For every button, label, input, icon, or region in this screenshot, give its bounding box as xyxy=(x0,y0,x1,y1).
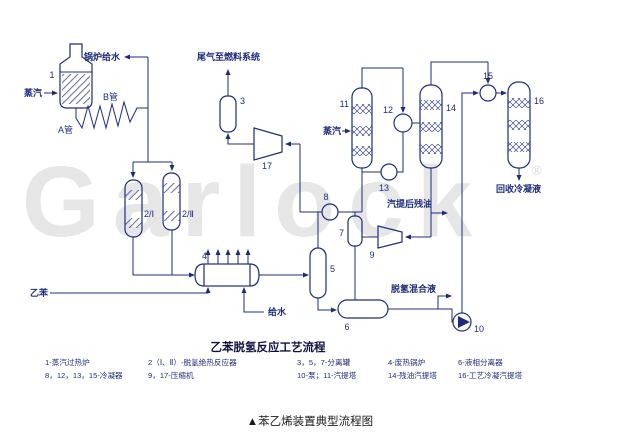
stripper-11-packing-2 xyxy=(352,126,372,136)
reactor-2-1-bed-bottom xyxy=(125,218,142,228)
eq-num-6: 6 xyxy=(344,322,349,332)
eq-num-15: 15 xyxy=(483,71,493,81)
eq-num-5: 5 xyxy=(330,264,335,274)
waste-heat-boiler-4-left-cap xyxy=(194,263,205,287)
watermark-text: Garlock xyxy=(22,146,485,258)
pipe-network xyxy=(75,57,488,323)
reactor-2-1-bed-top xyxy=(125,190,142,200)
label-steam-left: 蒸汽 xyxy=(24,87,42,98)
legend-row1-item3: 3，5，7-分离罐 xyxy=(297,357,351,367)
reactor-effluent-line xyxy=(132,237,195,278)
watermark-registered-icon: ® xyxy=(532,163,542,178)
separator-drum-6 xyxy=(337,299,389,319)
label-stripped-residual-oil: 汽提后残油 xyxy=(387,198,432,209)
label-dehydro-mixture: 脱氢混合液 xyxy=(391,283,437,294)
figure-caption: ▲苯乙烯装置典型流程图 xyxy=(247,414,373,428)
waste-heat-boiler-4-right-cap xyxy=(249,263,260,287)
waste-heat-boiler-4 xyxy=(203,263,251,287)
label-tube-b: B管 xyxy=(103,91,118,102)
label-ethylbenzene: 乙苯 xyxy=(30,287,49,298)
equipment-numbers: 1 2/Ⅰ 2/Ⅱ 3 4 5 6 7 8 9 10 11 12 13 14 1… xyxy=(49,70,544,334)
compressor-9 xyxy=(377,225,403,249)
furnace-1 xyxy=(59,43,93,109)
condenser-15 xyxy=(479,84,497,102)
stripper-16-packing-1 xyxy=(508,98,530,108)
ethylbenzene-line xyxy=(50,287,211,294)
condenser-12 xyxy=(393,113,413,133)
eq-num-7: 7 xyxy=(339,228,344,238)
flow-arrows xyxy=(44,54,522,313)
label-boiler-feed-water: 锅炉给水 xyxy=(83,51,121,62)
pump-10-impeller-icon xyxy=(458,316,470,328)
legend-row2-item5: 16-工艺冷凝汽提塔 xyxy=(458,370,523,380)
stripper-11-packing-1 xyxy=(352,104,372,114)
stream-labels: 蒸汽 锅炉给水 A管 B管 尾气至燃料系统 乙苯 给水 蒸汽 汽提后残油 脱氢混… xyxy=(24,51,542,317)
eq-num-1: 1 xyxy=(49,70,54,80)
eq-num-14: 14 xyxy=(446,103,456,113)
eq-num-9: 9 xyxy=(369,250,374,260)
legend-row2-item2: 9，17-压缩机 xyxy=(148,370,194,380)
label-tail-gas: 尾气至燃料系统 xyxy=(196,51,260,62)
eq-num-8: 8 xyxy=(323,192,328,202)
label-tube-a: A管 xyxy=(58,124,73,135)
eq-num-11: 11 xyxy=(340,99,349,109)
legend-row2-item4: 14-残油汽提塔 xyxy=(388,370,437,380)
eq-num-17: 17 xyxy=(262,161,272,171)
legend-row1-item4: 4-废热锅炉 xyxy=(388,357,426,367)
compressor-17 xyxy=(253,127,283,161)
eq-num-2-1: 2/Ⅰ xyxy=(144,209,154,219)
reactor-2-2-bed-top xyxy=(163,183,180,193)
legend-row2-item3: 10-泵；11-汽提塔 xyxy=(297,370,357,380)
eq-num-13: 13 xyxy=(379,183,389,193)
stripper-16-packing-3 xyxy=(508,142,530,152)
legend-row2-item1: 8，12，13，15-冷凝器 xyxy=(45,370,123,380)
legend-row1-item5: 6-液相分离器 xyxy=(458,357,503,367)
watermark: Garlock ® xyxy=(22,146,542,258)
legend-block: 乙苯脱氢反应工艺流程 1-蒸汽过热炉 2（Ⅰ、Ⅱ）-脱氢绝热反应器 3，5，7-… xyxy=(45,340,523,428)
eq-num-10: 10 xyxy=(474,324,484,334)
eq-num-4: 4 xyxy=(202,251,207,261)
stripper-14-packing-2 xyxy=(420,122,442,132)
stripper-11-packing-3 xyxy=(352,146,372,156)
compressor-17-to-drum3-line xyxy=(225,133,254,145)
eq-num-2-2: 2/Ⅱ xyxy=(182,209,194,219)
eq-num-16: 16 xyxy=(534,96,544,106)
label-feed-water: 给水 xyxy=(268,306,287,317)
dehydro-mixture-line xyxy=(437,293,452,309)
eq-num-3: 3 xyxy=(240,96,245,106)
diagram-title: 乙苯脱氢反应工艺流程 xyxy=(211,340,326,354)
legend-row1-item1: 1-蒸汽过热炉 xyxy=(45,357,90,367)
eq-num-12: 12 xyxy=(383,105,393,115)
stripper-14-packing-1 xyxy=(420,100,442,110)
furnace-1-coil-hatch xyxy=(62,74,90,104)
feed-water-line xyxy=(241,287,264,313)
stripper-14-packing-3 xyxy=(420,144,442,154)
legend-row1-item2: 2（Ⅰ、Ⅱ）-脱氢绝热反应器 xyxy=(148,357,237,367)
drum5-to-drum6-line xyxy=(317,298,337,313)
stripper-16-packing-2 xyxy=(508,120,530,130)
pump-10-discharge-line xyxy=(461,90,479,313)
separator-drum-3 xyxy=(219,95,237,133)
label-recovered-condensate: 回收冷凝液 xyxy=(496,183,542,194)
label-steam-mid: 蒸汽 xyxy=(323,125,341,136)
reactor-2-2-bed-bottom xyxy=(163,211,180,221)
